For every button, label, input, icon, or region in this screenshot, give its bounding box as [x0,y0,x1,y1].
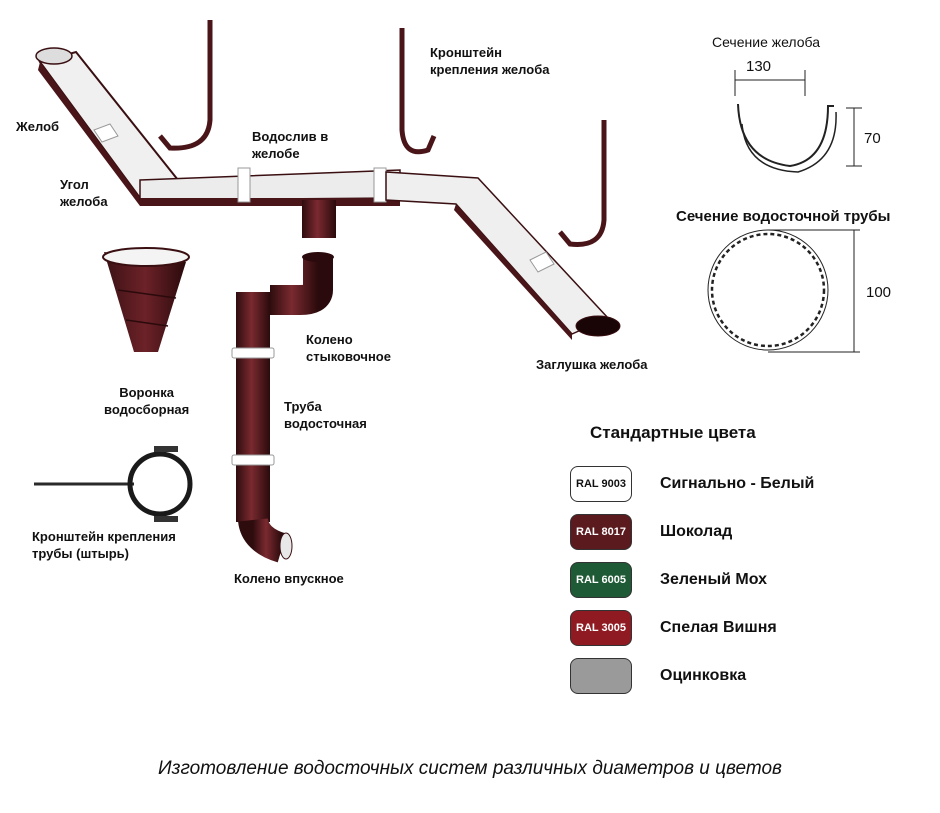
label-gutter-corner-line1: Угол [60,177,89,192]
color-swatch: RAL 6005 [570,562,632,598]
color-swatch-name: Сигнально - Белый [660,475,815,492]
label-gutter: Желоб [16,119,60,134]
gutter-bracket-1 [158,20,213,151]
label-end-cap: Заглушка желоба [536,357,648,372]
label-outlet-line1: Водослив в [252,129,329,144]
funnel [102,247,190,352]
gutter-height-value: 70 [864,130,881,147]
pipe-diameter-value: 100 [866,284,892,301]
color-swatch-name: Шоколад [660,523,733,540]
pipe-section-title: Сечение водосточной трубы [676,208,891,225]
outlet-elbow [238,517,287,563]
footer-caption: Изготовление водосточных систем различны… [158,758,782,779]
label-connecting-elbow: Колено стыковочное [306,331,391,365]
gutter-section-drawing [734,70,862,173]
outlet-spout [302,200,336,238]
color-swatch [570,658,632,694]
gutter-bracket-3 [558,120,607,247]
gutter-right-section [385,171,621,340]
color-swatch-code: RAL 9003 [576,478,626,490]
color-swatch-name: Зеленый Мох [660,571,767,588]
label-pipe-bracket-line1: Кронштейн крепления [32,529,176,544]
label-pipe-bracket: Кронштейн крепления трубы (штырь) [32,528,176,562]
gutter-left-section [35,47,180,206]
gutter-left-end [35,47,73,65]
gutter-end-cap [575,315,621,337]
label-gutter-bracket: Кронштейн крепления желоба [430,44,549,78]
label-connecting-elbow-line1: Колено [306,332,353,347]
label-funnel-line1: Воронка [119,385,175,400]
color-swatch-code: RAL 8017 [576,526,626,538]
gutter-bracket-2 [399,28,437,155]
label-funnel-line2: водосборная [104,402,190,417]
pipe-section-drawing [707,229,860,353]
label-pipe-bracket-line2: трубы (штырь) [32,546,130,561]
gutter-middle-section [139,167,401,206]
color-swatch-name: Спелая Вишня [660,619,777,636]
color-swatch-name: Оцинковка [660,667,747,684]
label-gutter-bracket-line2: крепления желоба [430,62,550,77]
color-swatch-code: RAL 3005 [576,622,626,634]
label-downpipe: Труба водосточная [284,398,367,432]
label-downpipe-line2: водосточная [284,416,367,431]
label-outlet-line2: желобе [252,146,300,161]
pipe-bracket-pin [34,446,193,522]
label-funnel: Воронка водосборная [104,384,189,418]
label-downpipe-line1: Труба [284,399,322,414]
connecting-elbow [270,256,333,315]
label-outlet-elbow: Колено впускное [234,571,344,586]
label-gutter-corner-line2: желоба [60,194,108,209]
label-gutter-corner: Угол желоба [60,176,108,210]
color-swatch: RAL 8017 [570,514,632,550]
color-swatch-code: RAL 6005 [576,574,626,586]
gutter-width-value: 130 [746,58,772,75]
label-outlet: Водослив в желобе [252,128,328,162]
label-connecting-elbow-line2: стыковочное [306,349,391,364]
downpipe [236,292,270,522]
gutter-section-title: Сечение желоба [712,34,821,50]
color-swatch: RAL 9003 [570,466,632,502]
color-swatch: RAL 3005 [570,610,632,646]
label-gutter-bracket-line1: Кронштейн [430,45,502,60]
colors-title: Стандартные цвета [590,423,756,442]
